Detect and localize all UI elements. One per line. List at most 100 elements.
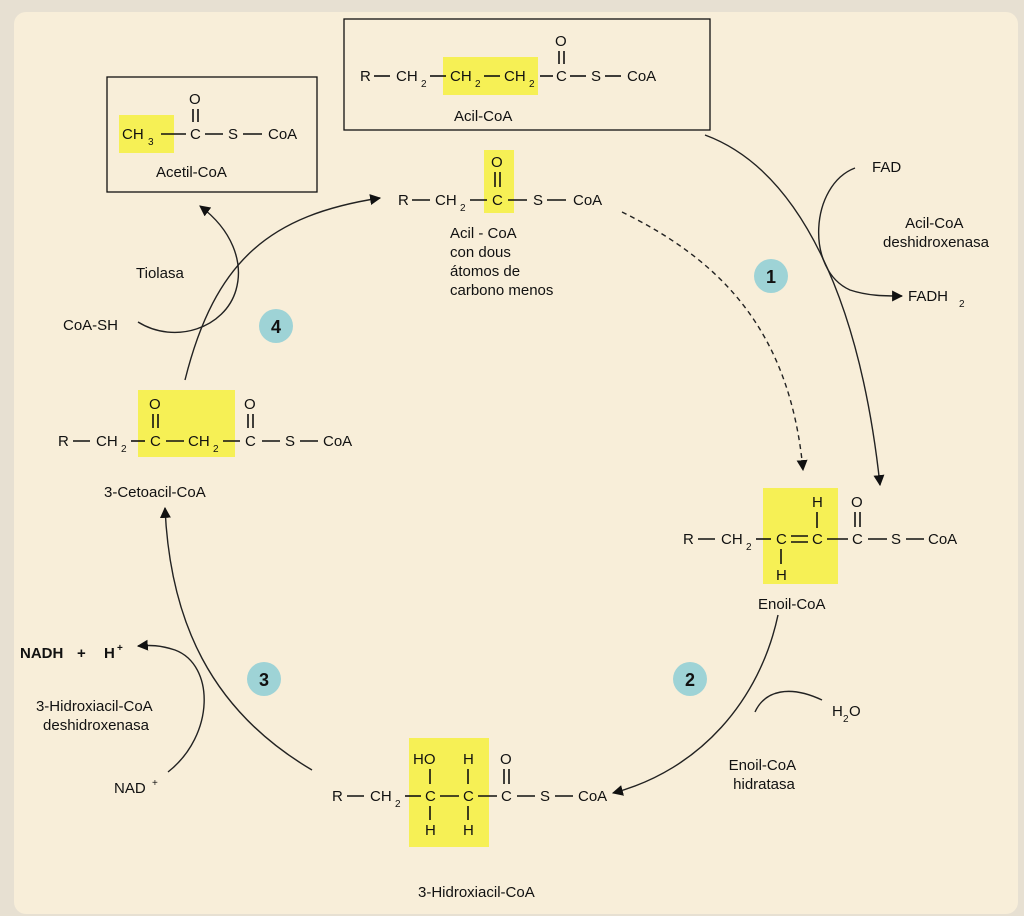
svg-text:H: H <box>776 567 787 584</box>
ketoacyl-coa-molecule: R CH 2 C O CH 2 C O S CoA 3-Cetoacil-CoA <box>58 390 352 501</box>
svg-text:H: H <box>463 751 474 768</box>
svg-text:+: + <box>117 643 123 654</box>
svg-text:H: H <box>425 822 436 839</box>
svg-text:O: O <box>851 494 863 511</box>
nadh-label: NADH + H + <box>20 643 123 662</box>
svg-text:CH: CH <box>435 192 457 209</box>
shortened-acyl-coa-label: Acil - CoA con dous átomos de carbono me… <box>450 225 553 299</box>
svg-text:CH: CH <box>396 68 418 85</box>
svg-text:2: 2 <box>529 79 535 90</box>
svg-text:+: + <box>152 778 158 789</box>
arrow-water-input <box>754 690 823 713</box>
svg-text:+: + <box>77 645 86 662</box>
arrow-step1-main <box>704 134 885 487</box>
svg-text:2: 2 <box>475 79 481 90</box>
acetyl-coa-box <box>106 76 318 193</box>
svg-text:C: C <box>190 126 201 143</box>
svg-text:CH: CH <box>450 68 472 85</box>
enoyl-hydratase-label: Enoil-CoA hidratasa <box>729 757 800 793</box>
hydroxyacyl-coa-highlight <box>409 738 489 847</box>
svg-text:C: C <box>463 788 474 805</box>
svg-text:CoA: CoA <box>928 531 957 548</box>
svg-text:R: R <box>58 433 69 450</box>
coash-label: CoA-SH <box>63 317 118 334</box>
step-1-badge: 1 <box>754 259 788 293</box>
svg-text:O: O <box>491 154 503 171</box>
shortened-acyl-coa-highlight <box>484 150 514 213</box>
svg-text:O: O <box>500 751 512 768</box>
water-label: H 2 O <box>832 703 861 725</box>
svg-text:C: C <box>812 531 823 548</box>
svg-text:2: 2 <box>746 542 752 553</box>
svg-text:2: 2 <box>421 79 427 90</box>
svg-text:R: R <box>683 531 694 548</box>
acyl-coa-label: Acil-CoA <box>454 108 512 125</box>
svg-text:O: O <box>849 703 861 720</box>
svg-text:CoA: CoA <box>268 126 297 143</box>
svg-text:H: H <box>104 645 115 662</box>
fadh2-label: FADH 2 <box>908 288 965 310</box>
svg-text:O: O <box>149 396 161 413</box>
thiolase-label: Tiolasa <box>136 265 184 282</box>
svg-text:CoA: CoA <box>573 192 602 209</box>
svg-text:CH: CH <box>188 433 210 450</box>
arrow-fad-fadh2 <box>818 167 904 302</box>
svg-text:C: C <box>245 433 256 450</box>
svg-text:4: 4 <box>271 317 281 337</box>
ketoacyl-coa-label: 3-Cetoacil-CoA <box>104 484 206 501</box>
svg-text:NADH: NADH <box>20 645 63 662</box>
ketoacyl-coa-highlight <box>138 390 235 457</box>
svg-text:CH: CH <box>122 126 144 143</box>
svg-text:H: H <box>463 822 474 839</box>
acyl-coa-box <box>343 18 711 131</box>
svg-text:O: O <box>555 33 567 50</box>
step-4-badge: 4 <box>259 309 293 343</box>
svg-text:2: 2 <box>685 670 695 690</box>
step-3-badge: 3 <box>247 662 281 696</box>
svg-text:NAD: NAD <box>114 780 146 797</box>
svg-text:C: C <box>492 192 503 209</box>
svg-text:3: 3 <box>148 137 154 148</box>
hydroxyacyl-coa-label: 3-Hidroxiacil-CoA <box>418 884 535 901</box>
svg-text:C: C <box>852 531 863 548</box>
svg-text:S: S <box>228 126 238 143</box>
svg-text:CoA: CoA <box>578 788 607 805</box>
arrow-reentry-dashed <box>621 211 808 472</box>
svg-text:H: H <box>832 703 843 720</box>
svg-text:2: 2 <box>843 714 849 725</box>
svg-text:S: S <box>285 433 295 450</box>
svg-text:H: H <box>812 494 823 511</box>
acyl-coa-molecule: R CH 2 CH 2 CH 2 C O S CoA Acil-CoA <box>343 18 711 131</box>
svg-text:3: 3 <box>259 670 269 690</box>
step-2-badge: 2 <box>673 662 707 696</box>
svg-text:R: R <box>398 192 409 209</box>
acyl-dehydrogenase-label: Acil-CoA deshidroxenasa <box>883 215 990 251</box>
svg-text:2: 2 <box>959 299 965 310</box>
svg-text:C: C <box>556 68 567 85</box>
svg-text:2: 2 <box>213 444 219 455</box>
svg-text:S: S <box>540 788 550 805</box>
shortened-acyl-coa-molecule: R CH 2 C O S CoA Acil - CoA con dous áto… <box>398 150 602 299</box>
nad-label: NAD + <box>114 778 158 797</box>
arrow-step4-main <box>184 194 382 381</box>
svg-text:FADH: FADH <box>908 288 948 305</box>
svg-text:CH: CH <box>96 433 118 450</box>
arrow-nad-nadh <box>136 639 205 773</box>
svg-text:S: S <box>891 531 901 548</box>
hydroxyacyl-dehydrogenase-label: 3-Hidroxiacil-CoA deshidroxenasa <box>36 698 156 734</box>
svg-text:HO: HO <box>413 751 436 768</box>
svg-text:CH: CH <box>504 68 526 85</box>
acetyl-coa-label: Acetil-CoA <box>156 164 227 181</box>
svg-text:C: C <box>150 433 161 450</box>
arrow-thiolase-acetyl <box>137 205 240 334</box>
svg-text:CH: CH <box>370 788 392 805</box>
arrow-step3-main <box>159 506 313 771</box>
svg-text:R: R <box>360 68 371 85</box>
svg-text:C: C <box>501 788 512 805</box>
svg-text:C: C <box>425 788 436 805</box>
arrow-step2-main <box>611 614 779 796</box>
svg-text:S: S <box>533 192 543 209</box>
svg-text:2: 2 <box>460 203 466 214</box>
